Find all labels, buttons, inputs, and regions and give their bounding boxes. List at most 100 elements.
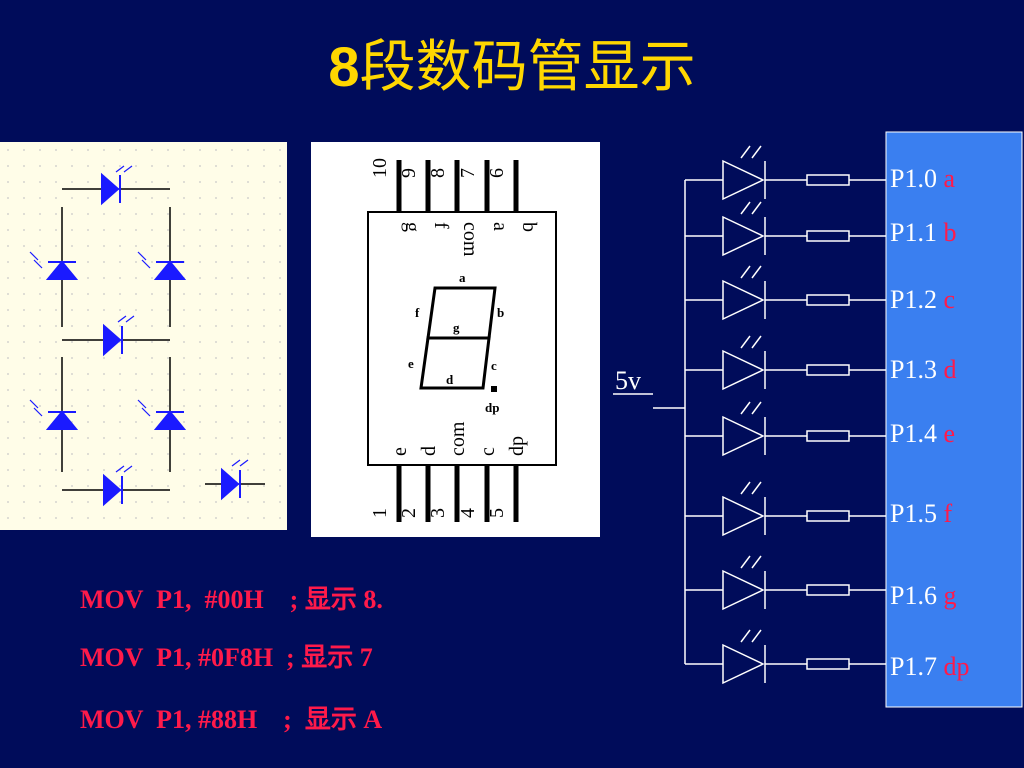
led-channel-dp [685, 629, 886, 685]
port-name: P1.5 [890, 499, 937, 528]
port-segment: a [943, 164, 955, 193]
port-label: P1.7 dp [890, 652, 969, 681]
port-name: P1.2 [890, 285, 937, 314]
led-diode-icon [722, 643, 765, 685]
light-arrow-icon [751, 555, 762, 569]
led-segment-dp-icon [221, 459, 249, 501]
led-channel-c [685, 265, 886, 321]
display-pins [396, 160, 519, 522]
port-label: P1.5 f [890, 499, 952, 528]
light-arrow-icon [751, 481, 762, 495]
port-label: P1.0 a [890, 164, 955, 193]
top-pin-label: g [401, 222, 423, 232]
bottom-pin-number: 1 [369, 508, 391, 518]
resistor-icon [806, 510, 850, 522]
grid-dots [0, 142, 287, 530]
port-p1-box [885, 131, 1023, 708]
port-name: P1.4 [890, 419, 937, 448]
led-diode-icon [722, 349, 765, 391]
resistor-icon [806, 174, 850, 186]
led-diode-icon [722, 279, 765, 321]
bottom-pin-number: 2 [398, 508, 420, 518]
port-segment: dp [943, 652, 969, 681]
led-diode-icon [722, 159, 765, 201]
light-arrow-icon [740, 401, 751, 415]
bottom-pin-number: 5 [486, 508, 508, 518]
bottom-pin-number: 3 [427, 508, 449, 518]
segment-label-f: f [415, 305, 420, 320]
led-segment-c-icon [137, 399, 187, 430]
resistor-icon [806, 658, 850, 670]
port-label: P1.6 g [890, 581, 956, 610]
port-name: P1.0 [890, 164, 937, 193]
light-arrow-icon [751, 401, 762, 415]
segment-label-c: c [491, 358, 497, 373]
led-diode-icon [722, 569, 765, 611]
top-pin-label: b [518, 222, 540, 232]
light-arrow-icon [740, 481, 751, 495]
light-arrow-icon [751, 335, 762, 349]
port-segment: f [943, 499, 952, 528]
port-name: P1.3 [890, 355, 937, 384]
led-segment-g-icon [103, 315, 135, 357]
led-segment-b-icon [137, 251, 187, 280]
bottom-pin-label: e [389, 447, 411, 456]
port-label: P1.4 e [890, 419, 955, 448]
resistor-icon [806, 584, 850, 596]
resistor-icon [806, 364, 850, 376]
light-arrow-icon [740, 265, 751, 279]
led-diode-icon [722, 415, 765, 457]
light-arrow-icon [751, 201, 762, 215]
led-segment-a-icon [101, 165, 133, 206]
port-segment: c [943, 285, 955, 314]
circuit-diagram: 5v P1.0 a P1.1 b P1.2 c P1.3 d P1.4 e P1… [613, 131, 1023, 708]
light-arrow-icon [740, 201, 751, 215]
port-name: P1.6 [890, 581, 937, 610]
segment-label-dp: dp [485, 400, 499, 415]
top-pin-label: f [430, 222, 452, 229]
led-segment-d-icon [103, 465, 133, 507]
top-pin-number: 8 [427, 168, 449, 178]
resistor-icon [806, 230, 850, 242]
port-label: P1.3 d [890, 355, 956, 384]
port-label: P1.2 c [890, 285, 955, 314]
seven-segment-pinout-diagram: 10 9 8 7 6 g f com a b e d com c dp 1 2 … [367, 158, 557, 522]
resistor-icon [806, 294, 850, 306]
light-arrow-icon [751, 629, 762, 643]
led-channel-a [685, 145, 886, 201]
supply-label: 5v [615, 366, 641, 395]
light-arrow-icon [740, 555, 751, 569]
segment-label-a: a [459, 270, 466, 285]
port-segment: b [943, 218, 956, 247]
bottom-pin-label: d [418, 446, 440, 456]
common-anode-circuit: 5v P1.0 a P1.1 b P1.2 c P1.3 d P1.4 e P1… [605, 120, 1024, 720]
led-segment-e-icon [29, 399, 79, 430]
port-segment: e [943, 419, 955, 448]
led-diode-icon [722, 495, 765, 537]
seven-segment-pinout-panel: 10 9 8 7 6 g f com a b e d com c dp 1 2 … [311, 142, 600, 537]
port-name: P1.1 [890, 218, 937, 247]
light-arrow-icon [751, 145, 762, 159]
light-arrow-icon [740, 145, 751, 159]
led-arrangement-diagram [0, 142, 287, 530]
top-pin-number: 7 [457, 168, 479, 178]
led-channel-g [685, 555, 886, 611]
light-arrow-icon [751, 265, 762, 279]
port-segment: d [943, 355, 956, 384]
bottom-pin-number: 4 [457, 508, 479, 518]
digit-outline [419, 286, 497, 390]
top-pin-number: 9 [398, 168, 420, 178]
bottom-pin-label: dp [506, 436, 528, 456]
led-channel-d [685, 335, 886, 391]
light-arrow-icon [740, 335, 751, 349]
led-channel-b [685, 201, 886, 257]
led-segment-f-icon [29, 251, 79, 280]
led-channel-e [685, 401, 886, 457]
port-segment: g [943, 581, 956, 610]
top-pin-number: 10 [369, 158, 391, 178]
segment-label-e: e [408, 356, 414, 371]
title-text: 段数码管显示 [359, 35, 696, 100]
port-label: P1.1 b [890, 218, 956, 247]
light-arrow-icon [740, 629, 751, 643]
top-pin-label: a [489, 222, 511, 231]
